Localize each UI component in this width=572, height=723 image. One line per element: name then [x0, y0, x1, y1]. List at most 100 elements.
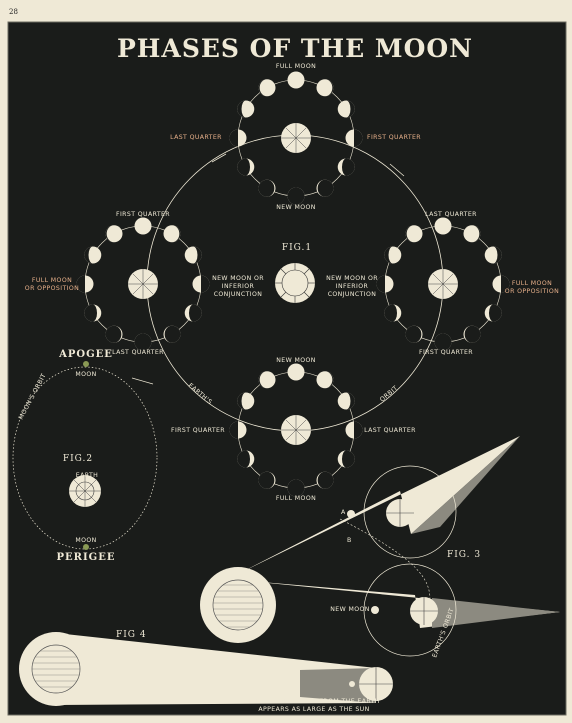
moon-phase-icon [237, 392, 255, 410]
moon-phase-icon [163, 225, 181, 243]
moon-phase-icon [258, 471, 276, 489]
moon-phase-icon [76, 275, 94, 293]
sun-icon [19, 632, 93, 706]
moon-phase-icon [484, 246, 502, 264]
earth-shadow-cone [411, 436, 520, 534]
moon-phase-icon [192, 275, 210, 293]
label-opposition: OR OPPOSITION [25, 285, 79, 292]
moon-phase-icon [229, 421, 247, 439]
moon-phase-icon [229, 129, 247, 147]
moon-phase-icon [405, 325, 423, 343]
moon-cluster-right [376, 217, 510, 351]
earth-label: EARTH [76, 472, 98, 479]
moon-phase-icon [337, 450, 355, 468]
moon-phase-icon [492, 275, 510, 293]
label-new-moon: NEW MOON OR [212, 275, 264, 282]
moon-phase-icon [237, 158, 255, 176]
perigee-label: PERIGEE [57, 552, 116, 563]
moon-phase-icon [184, 246, 202, 264]
orbit-circle [363, 465, 457, 559]
moon-phase-icon [287, 187, 305, 205]
moon-label: MOON [75, 371, 96, 378]
moons-orbit-ellipse [12, 366, 158, 550]
plate-title: PHASES OF THE MOON [117, 34, 473, 63]
orbit-circle [363, 563, 457, 657]
earth-icon [410, 597, 438, 625]
moon-phase-icon [258, 79, 276, 97]
earth-icon [428, 269, 458, 299]
moon-apogee-icon [83, 361, 89, 367]
label-first-quarter: FIRST QUARTER [419, 349, 473, 356]
moon-icon [349, 681, 355, 687]
moon-phase-icon [237, 100, 255, 118]
label-full-moon: FULL MOON [32, 277, 72, 284]
moon-shadow-cone [300, 668, 376, 703]
moon-phase-icon [287, 363, 305, 381]
moon-phase-icon [163, 325, 181, 343]
label-conjunction: CONJUNCTION [214, 291, 263, 298]
moon-phase-icon [316, 471, 334, 489]
moon-phase-icon [463, 225, 481, 243]
moon-phase-icon [316, 79, 334, 97]
label-opposition: OR OPPOSITION [505, 288, 559, 295]
moon-label: MOON [75, 537, 96, 544]
label-full-moon: FULL MOON [512, 280, 552, 287]
moon-phase-icon [287, 71, 305, 89]
label-new-moon: NEW MOON OR [326, 275, 378, 282]
label-last-quarter: LAST QUARTER [425, 211, 477, 218]
moon-phase-icon [287, 479, 305, 497]
moon-phase-icon [484, 304, 502, 322]
moon-perigee-icon [83, 544, 89, 550]
label-last-quarter: LAST QUARTER [170, 134, 222, 141]
orbit-path [339, 518, 431, 601]
moon-phase-icon [105, 325, 123, 343]
moon-icon [347, 510, 355, 518]
earth-icon [281, 123, 311, 153]
moon-phase-icon [258, 371, 276, 389]
moon-phase-icon [134, 217, 152, 235]
arrow-icon [389, 163, 405, 177]
fig4-label: FIG 4 [116, 630, 147, 640]
label-inferior: INFERIOR [336, 283, 369, 290]
earth-icon [128, 269, 158, 299]
moon-phase-icon [434, 217, 452, 235]
moon-phase-icon [316, 179, 334, 197]
moon-phase-icon [405, 225, 423, 243]
fig2-label: FIG.2 [63, 454, 93, 464]
sunlight-beam [238, 436, 520, 574]
page-number: 28 [9, 8, 18, 16]
moon-phase-icon [184, 304, 202, 322]
moon-phase-icon [134, 333, 152, 351]
moon-phase-icon [337, 100, 355, 118]
label-first-quarter: FIRST QUARTER [367, 134, 421, 141]
moon-phase-icon [105, 225, 123, 243]
moon-phase-icon [316, 371, 334, 389]
moon-cluster-left [76, 217, 210, 351]
fig4-caption: THE MOON AS SEEN FROM THE EARTH [247, 698, 380, 705]
moon-phase-icon [84, 246, 102, 264]
label-first-quarter: FIRST QUARTER [171, 427, 225, 434]
moon-phase-icon [345, 421, 363, 439]
moon-cluster-top [229, 71, 363, 205]
label-last-quarter: LAST QUARTER [112, 349, 164, 356]
arrow-icon [211, 153, 227, 163]
moon-phase-icon [237, 450, 255, 468]
new-moon-label: NEW MOON [330, 606, 370, 613]
moon-icon [371, 606, 379, 614]
moon-phase-icon [434, 333, 452, 351]
moon-phase-icon [384, 246, 402, 264]
moon-phase-icon [337, 392, 355, 410]
moon-phase-icon [463, 325, 481, 343]
sun-icon [275, 263, 315, 303]
earth-shadow-cone [432, 598, 560, 628]
sun-icon [200, 567, 276, 643]
label-conjunction: CONJUNCTION [328, 291, 377, 298]
label-full-moon: FULL MOON [276, 63, 316, 70]
label-new-moon: NEW MOON [276, 357, 316, 364]
arrow-icon [131, 377, 154, 385]
fig4-caption: APPEARS AS LARGE AS THE SUN [258, 706, 369, 713]
moon-phase-icon [84, 304, 102, 322]
moon-phase-icon [345, 129, 363, 147]
marker-a: A [341, 509, 346, 516]
